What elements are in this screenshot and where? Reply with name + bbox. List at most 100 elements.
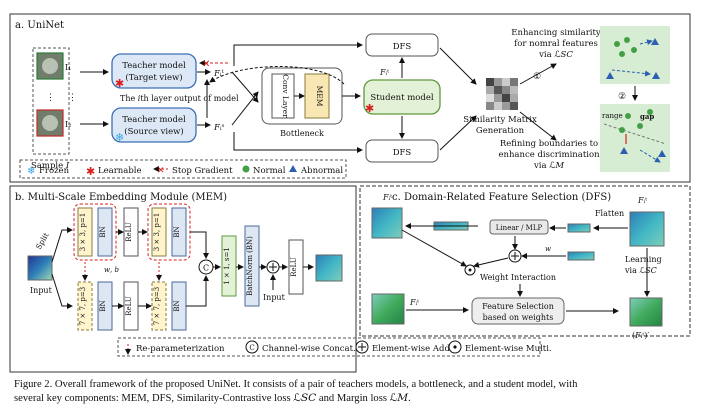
mem-input-label: Input xyxy=(30,286,53,295)
legend-frame xyxy=(19,159,347,179)
dfs-feature-right-label: 𝐹ᵢᵗ xyxy=(637,196,647,205)
feature-selection-label-2: based on weights xyxy=(483,313,554,322)
dfs-feature-bl xyxy=(371,293,405,325)
step-2-label: ② xyxy=(618,92,626,102)
enhance-text-1: Enhancing similarity xyxy=(511,28,601,38)
arrow-cross-2 xyxy=(231,91,259,126)
enhance-text-2: for nomral features xyxy=(514,39,598,49)
teacher-target-view: (Target view) xyxy=(125,72,182,83)
dfs-output-label: (𝐹ᵢᵗ)′ xyxy=(632,331,649,340)
dfs-feature-bl-label: 𝐹ᵢᵗ xyxy=(409,298,419,307)
feature-source-bottom: 𝐹ᵢˢ xyxy=(213,123,225,133)
conv1-label: 1 × 1, s=1 xyxy=(223,247,231,285)
arrow-add-to-interaction xyxy=(473,257,509,268)
arrow-split-bottom xyxy=(51,273,73,309)
panel-a-frame xyxy=(9,13,691,183)
concat-icon xyxy=(245,340,259,354)
student-box xyxy=(363,79,441,115)
bn-3-label: BN xyxy=(99,300,107,311)
legend-add: Element-wise Add. xyxy=(372,344,453,354)
mem-residual-input-label: Input xyxy=(263,293,286,302)
figure-caption: Figure 2. Overall framework of the propo… xyxy=(14,378,694,406)
feature-target-top: 𝐹ᵢᵗ xyxy=(213,69,225,79)
sim-matrix-label-2: Generation xyxy=(476,126,525,136)
arrow-sim-to-refine xyxy=(519,111,557,141)
legend-frozen: Frozen xyxy=(39,166,70,176)
reparam-weight-label: 𝑤, 𝑏 xyxy=(104,266,119,274)
conv-layer-label: Conv Layer xyxy=(281,74,290,118)
ellipsis-dots: ⋮ xyxy=(46,93,55,103)
abnormal-icon xyxy=(289,165,297,172)
dfs-output-feature xyxy=(629,297,663,327)
arrow-bot-to-concat xyxy=(186,275,209,307)
sim-matrix-label-1: Similarity Matrix xyxy=(463,115,537,125)
legend-b: Re-parameterization C Channel-wise Conca… xyxy=(117,337,552,357)
teacher-source-label: Teacher model xyxy=(122,115,186,125)
refine-text-3: via ℒ𝑀 xyxy=(533,161,564,171)
legend-abnormal: Abnormal xyxy=(300,166,343,176)
mlp-label: Linear / MLP xyxy=(496,224,543,232)
flatten-vector xyxy=(567,223,591,233)
split-label: Split xyxy=(34,231,51,251)
arrow-top-to-concat xyxy=(190,231,209,259)
sample-label: Sample 𝐼 xyxy=(31,161,70,171)
legend-reparam: Re-parameterization xyxy=(136,344,225,354)
dfs-top-box xyxy=(365,33,439,57)
conv3-top-box xyxy=(77,207,93,257)
legend-concat: Channel-wise Concat. xyxy=(262,344,356,354)
legend-b-frame xyxy=(117,337,541,357)
teacher-target-box xyxy=(111,53,197,89)
bn-4-label: BN xyxy=(173,300,181,311)
teacher-source-view: (Source view) xyxy=(124,126,183,137)
teacher-target-label: Teacher model xyxy=(122,61,186,71)
dfs-bottom-label: DFS xyxy=(393,148,412,158)
feature-selection-box xyxy=(471,297,565,325)
teacher-source-box xyxy=(111,107,197,143)
sample-frame xyxy=(32,47,70,155)
arrow-dfs-bottom-to-sim xyxy=(439,115,477,151)
conv3-mid-box xyxy=(151,207,167,257)
panel-b-frame xyxy=(9,185,357,373)
conv7-bot-label: 7 × 7, p=3 xyxy=(79,287,87,325)
input-1-label: I₁ xyxy=(65,63,71,72)
conv7-mid-label: 7 × 7, p=3 xyxy=(153,287,161,325)
refine-text-2: enhance discrimination xyxy=(498,150,600,160)
legend-learnable: Learnable xyxy=(98,166,142,176)
normal-icon xyxy=(242,165,250,173)
caption-line-2: several key components: MEM, DFS, Simila… xyxy=(14,393,411,404)
panel-a-title: a. UniNet xyxy=(15,20,64,31)
bn-2-label: BN xyxy=(173,226,181,237)
learnable-marker-student: ✱ xyxy=(365,102,374,115)
arrow-dfs-top-to-sim xyxy=(439,47,477,85)
weight-label: 𝑤 xyxy=(545,245,551,253)
bn-1-label: BN xyxy=(99,226,107,237)
dfs-feature-right xyxy=(629,211,665,247)
bottleneck-label: Bottleneck xyxy=(280,129,324,138)
learning-label-2: via ℒ𝑆𝐶 xyxy=(624,266,657,275)
conv3-top-label: 3 × 3, p=1 xyxy=(79,213,87,251)
batchnorm-box xyxy=(244,225,260,307)
legend-stop-gradient: Stop Gradient xyxy=(172,166,233,176)
ellipsis-dots-2: ⋮ xyxy=(68,93,77,103)
mem-output-heatmap xyxy=(315,254,343,282)
caption-line-1: Figure 2. Overall framework of the propo… xyxy=(14,379,578,390)
panel-a: a. UniNet I₁ I₂ ⋮ ⋮ Sample 𝐼 Teacher mod… xyxy=(9,13,691,183)
arrow-source-to-dfs-bottom xyxy=(233,132,363,153)
bn-1-box xyxy=(97,207,113,257)
conv7-mid-box xyxy=(151,281,167,331)
panel-c-title: c. Domain-Related Feature Selection (DFS… xyxy=(392,192,611,203)
relu-out-label: ReLU xyxy=(290,257,298,277)
mlp-box xyxy=(489,219,549,235)
arrow-target-to-dfs-top xyxy=(233,42,363,66)
conv7-bot-box xyxy=(77,281,93,331)
feature-selection-label-1: Feature Selection xyxy=(482,302,554,311)
feature-student-top: 𝐹ᵢᵗ xyxy=(379,68,389,77)
frozen-icon: ❄ xyxy=(27,166,35,177)
frozen-marker-teacher: ❄ xyxy=(115,131,124,144)
mem-box xyxy=(304,73,330,119)
sample-image-1-object xyxy=(42,58,58,74)
conv1-box xyxy=(221,235,237,297)
gap-label: gap xyxy=(640,112,654,121)
range-label: range xyxy=(602,112,623,120)
flatten-label: Flatten xyxy=(595,209,624,218)
